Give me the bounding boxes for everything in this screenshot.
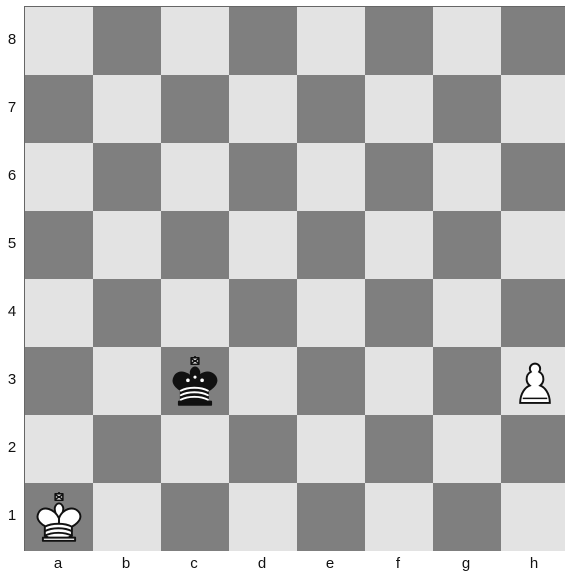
square-c8[interactable] (161, 7, 229, 75)
square-b5[interactable] (93, 211, 161, 279)
square-h2[interactable] (501, 415, 565, 483)
file-label-f: f (364, 550, 432, 578)
rank-label-3: 3 (0, 346, 24, 414)
square-a3[interactable] (25, 347, 93, 415)
square-c6[interactable] (161, 143, 229, 211)
square-d5[interactable] (229, 211, 297, 279)
square-a2[interactable] (25, 415, 93, 483)
square-g8[interactable] (433, 7, 501, 75)
file-label-d: d (228, 550, 296, 578)
square-e3[interactable] (297, 347, 365, 415)
square-g2[interactable] (433, 415, 501, 483)
rank-label-8: 8 (0, 6, 24, 74)
file-label-h: h (500, 550, 565, 578)
square-c7[interactable] (161, 75, 229, 143)
square-f2[interactable] (365, 415, 433, 483)
rank-label-6: 6 (0, 142, 24, 210)
square-f6[interactable] (365, 143, 433, 211)
square-b1[interactable] (93, 483, 161, 551)
square-b2[interactable] (93, 415, 161, 483)
black-king-icon[interactable] (166, 352, 224, 410)
square-a8[interactable] (25, 7, 93, 75)
file-label-c: c (160, 550, 228, 578)
square-g1[interactable] (433, 483, 501, 551)
file-labels: a b c d e f g h (24, 550, 565, 578)
square-d1[interactable] (229, 483, 297, 551)
square-d7[interactable] (229, 75, 297, 143)
square-e4[interactable] (297, 279, 365, 347)
square-g4[interactable] (433, 279, 501, 347)
square-a7[interactable] (25, 75, 93, 143)
square-b3[interactable] (93, 347, 161, 415)
rank-label-4: 4 (0, 278, 24, 346)
square-h8[interactable] (501, 7, 565, 75)
rank-label-7: 7 (0, 74, 24, 142)
square-h4[interactable] (501, 279, 565, 347)
square-b7[interactable] (93, 75, 161, 143)
rank-labels: 8 7 6 5 4 3 2 1 (0, 6, 24, 550)
square-h6[interactable] (501, 143, 565, 211)
square-h3[interactable] (501, 347, 565, 415)
square-d3[interactable] (229, 347, 297, 415)
white-king-icon[interactable] (30, 488, 88, 546)
square-d8[interactable] (229, 7, 297, 75)
square-f4[interactable] (365, 279, 433, 347)
rank-label-1: 1 (0, 482, 24, 550)
square-e7[interactable] (297, 75, 365, 143)
square-e2[interactable] (297, 415, 365, 483)
square-c5[interactable] (161, 211, 229, 279)
square-b4[interactable] (93, 279, 161, 347)
square-f5[interactable] (365, 211, 433, 279)
square-d4[interactable] (229, 279, 297, 347)
square-c4[interactable] (161, 279, 229, 347)
white-pawn-icon[interactable] (506, 352, 564, 410)
square-e1[interactable] (297, 483, 365, 551)
square-a5[interactable] (25, 211, 93, 279)
square-f7[interactable] (365, 75, 433, 143)
square-a1[interactable] (25, 483, 93, 551)
file-label-b: b (92, 550, 160, 578)
square-d6[interactable] (229, 143, 297, 211)
square-e5[interactable] (297, 211, 365, 279)
square-c3[interactable] (161, 347, 229, 415)
rank-label-5: 5 (0, 210, 24, 278)
square-g7[interactable] (433, 75, 501, 143)
square-h7[interactable] (501, 75, 565, 143)
rank-label-2: 2 (0, 414, 24, 482)
square-e8[interactable] (297, 7, 365, 75)
square-b6[interactable] (93, 143, 161, 211)
square-f3[interactable] (365, 347, 433, 415)
square-b8[interactable] (93, 7, 161, 75)
square-c1[interactable] (161, 483, 229, 551)
square-a6[interactable] (25, 143, 93, 211)
square-d2[interactable] (229, 415, 297, 483)
chess-board (24, 6, 565, 551)
square-f8[interactable] (365, 7, 433, 75)
square-a4[interactable] (25, 279, 93, 347)
square-g6[interactable] (433, 143, 501, 211)
square-g5[interactable] (433, 211, 501, 279)
square-h1[interactable] (501, 483, 565, 551)
square-h5[interactable] (501, 211, 565, 279)
file-label-a: a (24, 550, 92, 578)
square-g3[interactable] (433, 347, 501, 415)
square-e6[interactable] (297, 143, 365, 211)
square-f1[interactable] (365, 483, 433, 551)
file-label-e: e (296, 550, 364, 578)
square-c2[interactable] (161, 415, 229, 483)
file-label-g: g (432, 550, 500, 578)
